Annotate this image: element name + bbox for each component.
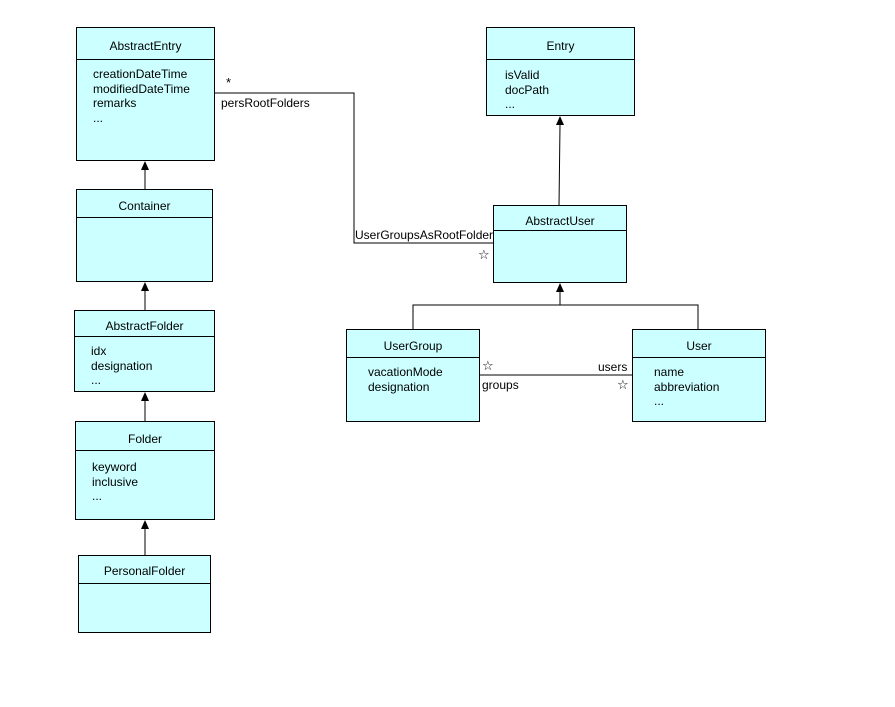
class-name: AbstractEntry: [77, 28, 214, 60]
multiplicity-groups: ☆: [617, 377, 629, 392]
arrowhead: [556, 116, 564, 125]
attribute: ...: [654, 394, 665, 408]
attribute: isValid: [505, 68, 540, 82]
class-name: Folder: [76, 422, 214, 451]
generalization-abstractuser-entry: [558, 124, 561, 207]
class-attributes: keyword inclusive ...: [76, 451, 214, 504]
attribute: keyword: [92, 460, 137, 474]
attribute: ...: [505, 97, 516, 111]
association-root-folders: [215, 92, 494, 244]
class-attributes: vacationMode designation: [347, 358, 479, 394]
attribute: modifiedDateTime: [93, 81, 190, 96]
class-name: Container: [77, 190, 212, 218]
class-folder[interactable]: Folder keyword inclusive ...: [75, 421, 215, 520]
attribute: designation: [91, 358, 153, 373]
attribute: ...: [91, 373, 102, 387]
class-attributes: isValid docPath ...: [487, 60, 634, 112]
attribute: designation: [368, 379, 430, 394]
class-name: AbstractFolder: [75, 311, 214, 337]
class-entry[interactable]: Entry isValid docPath ...: [486, 27, 635, 116]
role-label-groups: groups: [482, 378, 519, 392]
class-name: UserGroup: [347, 330, 479, 358]
attribute: creationDateTime: [93, 67, 188, 81]
role-label-pers-root-folders: persRootFolders: [221, 96, 310, 110]
role-label-users: users: [598, 360, 628, 374]
multiplicity-users: ☆: [482, 358, 494, 373]
arrowhead: [141, 161, 149, 170]
attribute: inclusive: [92, 474, 139, 489]
class-abstract-folder[interactable]: AbstractFolder idx designation ...: [74, 310, 215, 392]
attribute: remarks: [93, 96, 137, 110]
class-abstract-entry[interactable]: AbstractEntry creationDateTime modifiedD…: [76, 27, 215, 161]
multiplicity-user-groups-as-root-folder: ☆: [478, 247, 490, 262]
attribute: ...: [92, 489, 103, 503]
class-name: Entry: [487, 28, 634, 60]
class-attributes: idx designation ...: [75, 337, 214, 388]
attribute: idx: [91, 344, 107, 358]
arrowhead: [556, 283, 564, 292]
attribute: abbreviation: [654, 379, 720, 394]
attribute: ...: [93, 110, 104, 125]
role-label-user-groups-as-root-folder: UserGroupsAsRootFolder: [355, 228, 494, 242]
class-name: PersonalFolder: [79, 556, 210, 584]
attribute: docPath: [505, 82, 550, 97]
arrowhead: [141, 282, 149, 291]
class-attributes: name abbreviation ...: [633, 358, 765, 409]
class-attributes: creationDateTime modifiedDateTime remark…: [77, 60, 214, 125]
class-container[interactable]: Container: [76, 189, 213, 282]
class-user-group[interactable]: UserGroup vacationMode designation: [346, 329, 480, 422]
multiplicity-pers-root-folders: *: [226, 75, 232, 90]
arrowhead: [141, 392, 149, 401]
class-abstract-user[interactable]: AbstractUser: [493, 205, 627, 283]
generalization-tree: [412, 304, 699, 330]
attribute: vacationMode: [368, 365, 443, 379]
class-name: User: [633, 330, 765, 358]
class-user[interactable]: User name abbreviation ...: [632, 329, 766, 422]
class-personal-folder[interactable]: PersonalFolder: [78, 555, 211, 633]
attribute: name: [654, 365, 685, 379]
class-name: AbstractUser: [494, 206, 626, 231]
arrowhead: [141, 520, 149, 529]
